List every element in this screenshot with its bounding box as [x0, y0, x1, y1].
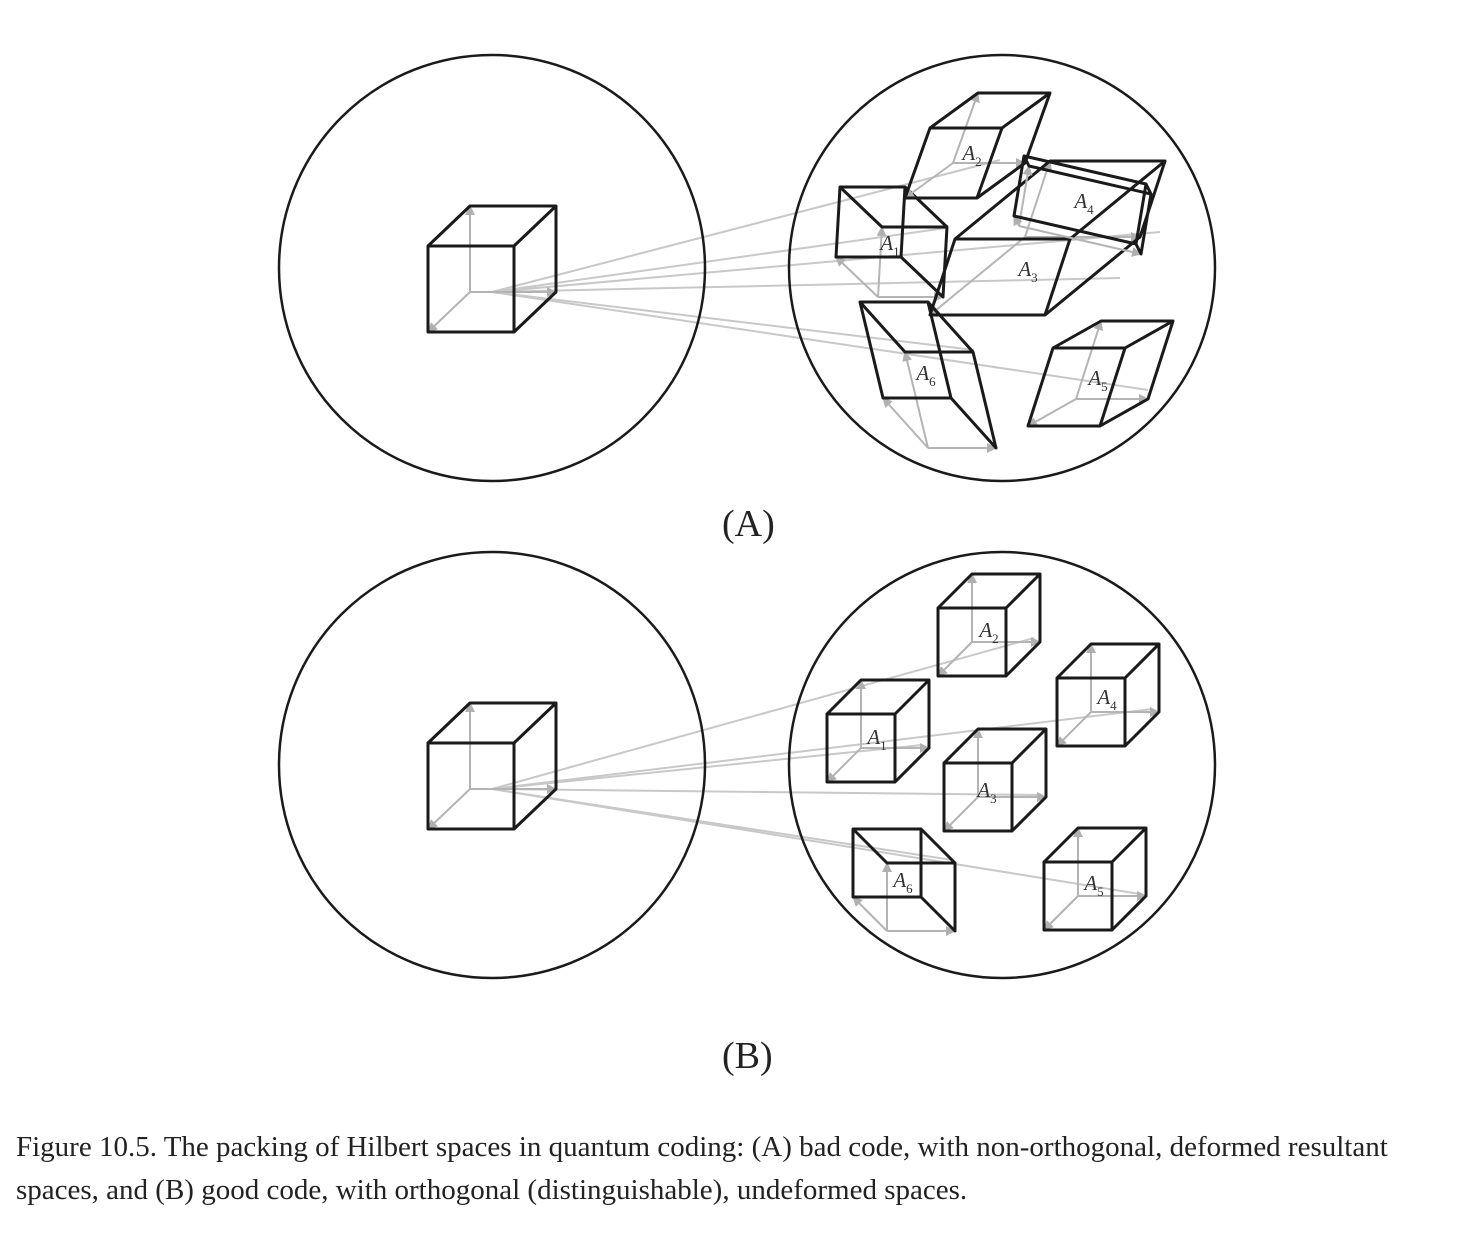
- mapping-ray: [491, 788, 1041, 796]
- code-space-label-a3: A3: [975, 778, 996, 806]
- code-space-a6: [851, 827, 957, 936]
- code-space-label-a2: A2: [977, 618, 998, 646]
- code-space-a3: [928, 159, 1167, 317]
- code-space-label-a2: A2: [960, 141, 981, 169]
- code-space-a2: [936, 572, 1042, 678]
- code-space-label-a1: A1: [878, 231, 899, 259]
- code-space-a5: [1042, 826, 1148, 932]
- code-space-a5: [1026, 319, 1175, 428]
- code-space-a1: [825, 678, 931, 784]
- axis-arrow: [902, 351, 929, 449]
- box-edge: [1123, 642, 1161, 680]
- axis-arrow: [1024, 160, 1052, 238]
- box-back-edges: [838, 185, 949, 299]
- code-space-a1: [834, 185, 949, 302]
- axis-arrow: [882, 397, 929, 449]
- box-edge: [893, 678, 931, 716]
- box-edge: [1110, 826, 1148, 864]
- box-edge: [1001, 91, 1051, 130]
- box-edge: [1144, 183, 1153, 195]
- code-space-a3: [942, 727, 1048, 833]
- panel-a-label: (A): [722, 503, 775, 545]
- code-space-label-a3: A3: [1016, 257, 1037, 285]
- box-edge: [1069, 159, 1166, 241]
- box-front-face: [1026, 346, 1127, 428]
- code-space-a6: [858, 300, 998, 453]
- code-space-label-a4: A4: [1072, 189, 1094, 217]
- axis-arrow: [852, 896, 888, 932]
- box-front-face: [903, 126, 1004, 200]
- code-space-label-a5: A5: [1082, 871, 1103, 899]
- mapping-ray: [491, 788, 953, 861]
- axis-arrow: [427, 291, 471, 333]
- axis-arrow: [876, 226, 887, 298]
- box-back-edges: [1052, 319, 1175, 428]
- mapping-ray: [491, 277, 1121, 293]
- panel-b-label: (B): [722, 1035, 773, 1077]
- box-edge: [1004, 572, 1042, 610]
- axis-arrow: [1027, 398, 1077, 427]
- box-edge: [512, 701, 558, 745]
- source-hilbert-space: [277, 550, 707, 980]
- axis-arrow: [427, 788, 471, 830]
- source-hilbert-space: [277, 53, 707, 483]
- axis-arrow: [929, 236, 1026, 316]
- code-space-label-a1: A1: [865, 725, 886, 753]
- code-hilbert-space: [787, 53, 1217, 483]
- axis-arrow: [937, 641, 973, 677]
- code-space-a4: [1055, 642, 1161, 748]
- box-edge: [1010, 727, 1048, 765]
- mapping-ray: [491, 227, 947, 293]
- axis-arrow: [1056, 711, 1092, 747]
- mapping-ray: [491, 231, 1161, 293]
- box-front-face: [928, 237, 1072, 317]
- box-edge: [512, 204, 558, 248]
- box-edge: [926, 300, 975, 354]
- axis-arrow: [1043, 895, 1079, 931]
- axis-arrow: [1018, 225, 1142, 257]
- axis-arrow: [835, 256, 879, 298]
- code-hilbert-space: [787, 550, 1217, 980]
- axis-arrow: [1075, 320, 1104, 400]
- box-edge: [1124, 319, 1174, 350]
- code-space-a4: [1012, 154, 1153, 257]
- code-space-label-a6: A6: [891, 868, 913, 896]
- axis-arrow: [943, 796, 979, 832]
- mapping-ray: [491, 744, 923, 790]
- mapping-ray: [491, 159, 1001, 293]
- mapping-ray: [491, 708, 1153, 790]
- figure-caption: Figure 10.5. The packing of Hilbert spac…: [16, 1131, 1388, 1206]
- mapping-ray: [491, 291, 1149, 391]
- box-edge: [919, 827, 957, 865]
- mapping-ray: [491, 637, 1035, 790]
- code-space-label-a4: A4: [1095, 685, 1117, 713]
- source-cube: [426, 701, 558, 831]
- axis-arrow: [826, 747, 862, 783]
- code-space-label-a5: A5: [1086, 366, 1107, 394]
- box-back-edges: [929, 91, 1052, 200]
- source-cube: [426, 204, 558, 334]
- code-space-label-a6: A6: [914, 361, 936, 389]
- code-space-a2: [903, 91, 1052, 200]
- axis-arrow: [904, 162, 954, 199]
